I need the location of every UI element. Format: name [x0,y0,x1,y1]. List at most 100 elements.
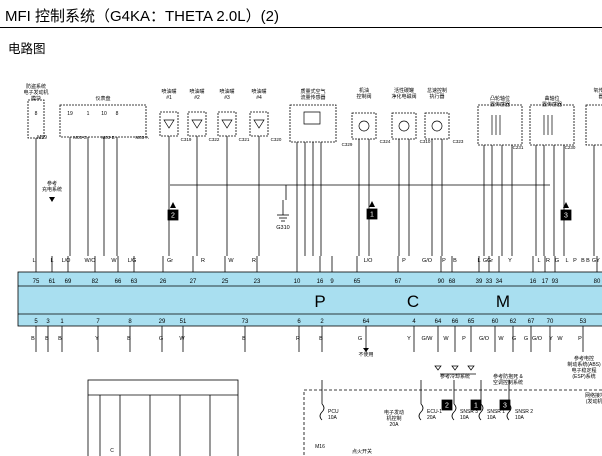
bottom-label: M16 [315,444,325,450]
immo-connector: M59 [37,135,47,141]
ecm-top-pin: 33 [486,279,493,285]
wire-color-bottom: G [358,336,362,342]
wire-color-bottom: B [242,336,246,342]
wire-color-bottom: G/O [532,336,543,342]
component-label-ckp: 置传感器 [542,101,562,108]
ecm-bottom-pin: 73 [242,319,249,325]
component-inj3 [217,111,237,137]
injector-1-icon [163,119,175,129]
ecm-block [17,271,602,327]
ecm-bottom-pin: 64 [363,319,370,325]
junction-label: 1 [370,212,374,219]
junction-2 [167,209,179,221]
ecm-bottom-pin: 2 [320,319,324,325]
junction-1 [366,208,378,220]
reference-note: 电子稳定程 [571,367,596,374]
ecm-top-pin: 69 [65,279,72,285]
wire-color-top: L/O [364,258,374,264]
component-label-inj2: #2 [194,95,200,101]
component-cmp [477,104,523,146]
component-connector: C230 [565,145,576,150]
cluster-pin: 10 [101,111,107,117]
lower-junction-label: 1 [474,403,478,410]
wire-color-bottom: Y [95,336,99,342]
ecm-bottom-pin: 67 [528,319,535,325]
ecm-bottom-pin: 1 [60,319,64,325]
wire-color-top: L [565,258,568,264]
wire-color-top: R [546,258,550,264]
wire-color-bottom: G [524,336,528,342]
component-label-inj4: 喷油嘴 [251,88,266,95]
charging-note: 参考 [47,180,57,187]
component-label-cmp: 置传感器 [490,101,510,108]
fuse-aux-label: 20A [390,422,400,428]
right-edge-note: 网络接地 [585,392,602,399]
ref-arrow [451,365,459,371]
wire-color-bottom: B [45,336,49,342]
wire-color-top: W [111,258,117,264]
component-maf [289,104,337,143]
ecm-top-pin: 34 [496,279,503,285]
wire-color-top: R [201,258,205,264]
lower-junction-3 [499,399,511,411]
diagram-subtitle: 电路图 [8,42,46,56]
wire-color-top: G/O [422,258,433,264]
fuse-aux-label: 电子发动 [384,409,404,416]
component-throttle-icon [358,120,370,132]
ground-label: G310 [276,225,289,231]
fuse-amp: 10A [487,415,497,421]
ecm-top-pin: 75 [33,279,40,285]
wire-color-top: W/O [85,258,97,264]
ecm-top-pin: 67 [395,279,402,285]
fuse-pcu-icon [319,403,325,421]
fuse-name: ECU-1 [427,409,442,415]
wire-color-top: B [586,258,590,264]
right-edge-note: (发动机) [586,398,602,405]
lower-junction-2 [441,399,453,411]
wire-color-bottom: B [31,336,35,342]
wire-color-top: Gr [167,258,173,264]
ecm-top-pin: 68 [449,279,456,285]
wire-color-top: G [555,258,559,264]
component-label-egr: 执行器 [429,93,444,100]
component-label-inj4: #4 [256,95,262,101]
wire-color-bottom: Y [549,336,553,342]
harness-label: C [110,448,114,454]
window-title-bar: MFI 控制系统（G4KA：THETA 2.0L）(2) [0,0,602,28]
fuse-snsr-2-icon [506,403,512,421]
wire-color-top: L/G [128,258,137,264]
fuse-amp: 10A [460,415,470,421]
fuse-amp: 10A [328,415,338,421]
cluster-connector: M03-B [101,135,114,140]
injector-connector: C319 [181,137,192,142]
component-label-o2: 氧传感 [593,87,602,94]
ecm-top-pin: 66 [115,279,122,285]
wire-color-top: B [581,258,585,264]
wire-color-top: L [50,258,53,264]
charging-note: 充电系统 [42,186,62,193]
wire-color-bottom: B [319,336,323,342]
component-label-ckp: 曲轴位 [544,95,559,102]
component-ckp-icon [543,115,553,135]
wire-color-bottom: W [443,336,449,342]
component-connector: C231 [513,145,524,150]
maf-connector: C329 [342,142,353,147]
reference-note: 参考防抱死 & [493,373,523,380]
ecm-bottom-pin: 70 [547,319,554,325]
junction-label: 3 [564,213,568,220]
wire-color-top: W [228,258,234,264]
ecm-top-pin: 9 [330,279,334,285]
ecm-top-pin: 63 [131,279,138,285]
ecm-top-pin: 10 [294,279,301,285]
lower-junction-label: 2 [445,403,449,410]
component-connector: C310 [420,139,431,144]
ecm-top-pin: 16 [317,279,324,285]
wire-color-top: P [442,258,446,264]
ecm-letter-p: P [314,292,325,311]
wire-color-top: L [32,258,35,264]
ecm-top-pin: 27 [190,279,197,285]
fuse-ecu-1-icon [418,403,424,421]
reference-note: (ESP)系统 [572,373,595,380]
ecm-bottom-pin: 6 [297,319,301,325]
reference-note: 参考电控 [574,355,594,362]
